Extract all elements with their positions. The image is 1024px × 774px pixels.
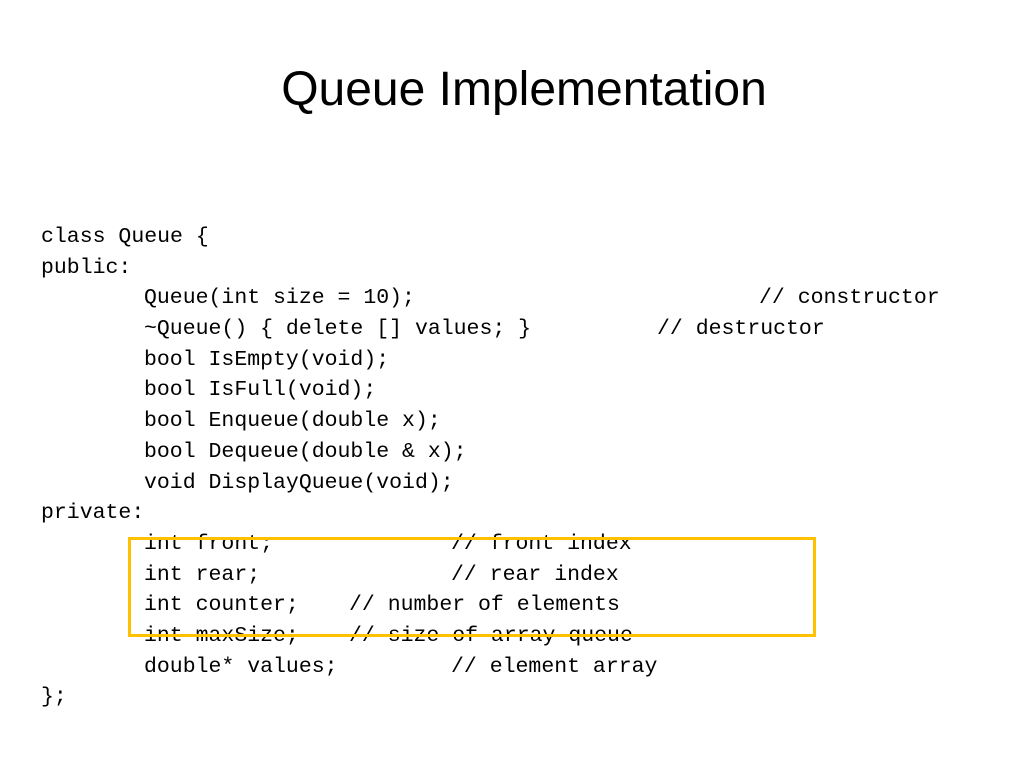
code-text: void DisplayQueue(void); <box>144 470 454 495</box>
code-text: ~Queue() { delete [] values; } <box>144 317 532 342</box>
slide-title: Queue Implementation <box>281 63 767 116</box>
code-text: int counter; <box>144 593 299 618</box>
code-line-display: void DisplayQueue(void); <box>41 468 1011 499</box>
code-comment: // constructor <box>759 286 940 311</box>
code-line-constructor: Queue(int size = 10); // constructor <box>41 283 1011 314</box>
code-comment: // front index <box>451 531 632 556</box>
code-line-public: public: <box>41 253 1011 284</box>
code-text: bool IsFull(void); <box>144 378 377 403</box>
code-line-values: double* values; // element array <box>41 652 1011 683</box>
code-line-is-empty: bool IsEmpty(void); <box>41 345 1011 376</box>
code-text: bool Enqueue(double x); <box>144 409 441 434</box>
code-text: class Queue { <box>41 225 209 249</box>
code-text: double* values; <box>144 654 338 679</box>
code-line-class-decl: class Queue { <box>41 222 1011 253</box>
code-text: int front; <box>144 531 274 556</box>
code-text: Queue(int size = 10); <box>144 286 415 311</box>
code-comment: // number of elements <box>349 593 620 618</box>
code-line-dequeue: bool Dequeue(double & x); <box>41 437 1011 468</box>
code-text: bool IsEmpty(void); <box>144 347 390 372</box>
code-line-close: }; <box>41 682 1011 713</box>
code-line-front: int front; // front index <box>41 529 1011 560</box>
highlight-box <box>128 537 816 637</box>
code-comment: // destructor <box>657 317 825 342</box>
code-text: public: <box>41 255 132 280</box>
code-text: bool Dequeue(double & x); <box>144 439 467 464</box>
code-line-private: private: <box>41 498 1011 529</box>
code-block: class Queue { public: Queue(int size = 1… <box>41 222 1011 713</box>
code-line-destructor: ~Queue() { delete [] values; } // destru… <box>41 314 1011 345</box>
code-line-rear: int rear; // rear index <box>41 560 1011 591</box>
code-comment: // element array <box>451 654 658 679</box>
code-text: }; <box>41 685 67 710</box>
code-line-counter: int counter; // number of elements <box>41 590 1011 621</box>
code-text: private: <box>41 501 145 526</box>
code-text: int rear; <box>144 562 261 587</box>
code-line-enqueue: bool Enqueue(double x); <box>41 406 1011 437</box>
code-line-is-full: bool IsFull(void); <box>41 375 1011 406</box>
code-comment: // rear index <box>451 562 619 587</box>
